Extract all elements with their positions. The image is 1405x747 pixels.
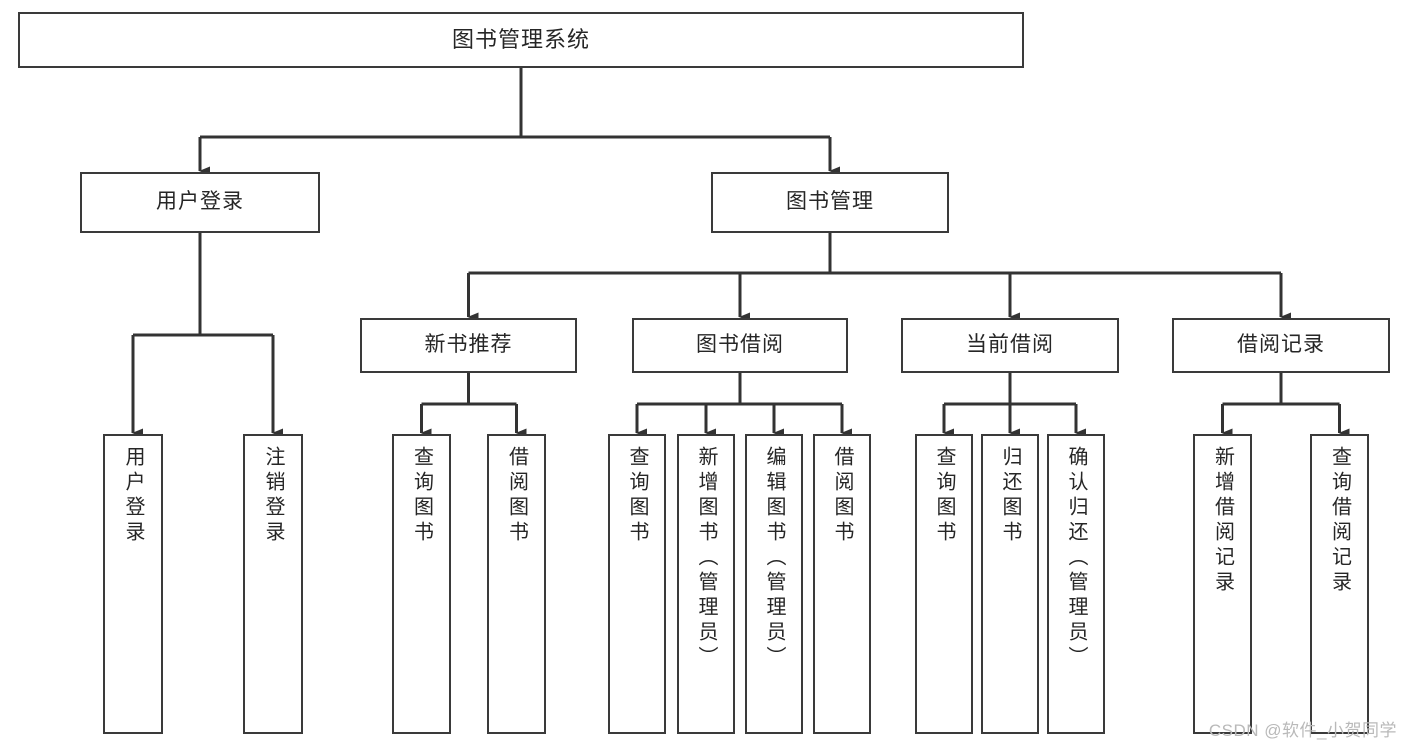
node-label: 当前借阅 [966,333,1054,357]
watermark-text: CSDN @软件_小贺同学 [1208,721,1397,740]
node-leaf-user-login[interactable]: 用户登录 [103,434,163,734]
node-label: 新增借阅记录 [1211,446,1234,596]
node-label: 图书借阅 [696,333,784,357]
node-label: 查询图书 [933,446,955,546]
node-leaf-logout[interactable]: 注销登录 [243,434,303,734]
node-root[interactable]: 图书管理系统 [18,12,1024,68]
node-book-manage[interactable]: 图书管理 [711,172,949,233]
node-leaf-rec-query[interactable]: 查询图书 [392,434,451,734]
node-label: 编辑图书（管理员） [763,446,785,671]
node-leaf-bb-add[interactable]: 新增图书（管理员） [677,434,735,734]
node-leaf-cb-return[interactable]: 归还图书 [981,434,1039,734]
node-leaf-br-add[interactable]: 新增借阅记录 [1193,434,1252,734]
node-leaf-br-query[interactable]: 查询借阅记录 [1310,434,1369,734]
node-label: 注销登录 [262,446,284,546]
node-label: 归还图书 [999,446,1021,546]
node-label: 查询借阅记录 [1328,446,1351,596]
node-label: 图书管理 [786,190,874,214]
edge-group [131,68,1350,438]
node-label: 图书管理系统 [451,27,590,53]
node-label: 新增图书（管理员） [695,446,717,671]
node-label: 用户登录 [156,190,244,214]
node-label: 新书推荐 [424,333,513,357]
node-leaf-bb-query[interactable]: 查询图书 [608,434,666,734]
node-current-borrow[interactable]: 当前借阅 [901,318,1119,373]
node-label: 查询图书 [410,446,433,546]
node-label: 查询图书 [626,446,648,546]
node-leaf-cb-confirm[interactable]: 确认归还（管理员） [1047,434,1105,734]
node-leaf-bb-edit[interactable]: 编辑图书（管理员） [745,434,803,734]
node-label: 借阅图书 [505,446,528,546]
node-leaf-rec-borrow[interactable]: 借阅图书 [487,434,546,734]
node-label: 借阅记录 [1237,333,1325,357]
node-label: 借阅图书 [831,446,853,546]
node-new-book-rec[interactable]: 新书推荐 [360,318,577,373]
node-user-login[interactable]: 用户登录 [80,172,320,233]
node-borrow-record[interactable]: 借阅记录 [1172,318,1390,373]
node-label: 确认归还（管理员） [1065,446,1087,671]
node-book-borrow[interactable]: 图书借阅 [632,318,848,373]
node-leaf-bb-borrow[interactable]: 借阅图书 [813,434,871,734]
node-leaf-cb-query[interactable]: 查询图书 [915,434,973,734]
node-label: 用户登录 [122,446,144,546]
